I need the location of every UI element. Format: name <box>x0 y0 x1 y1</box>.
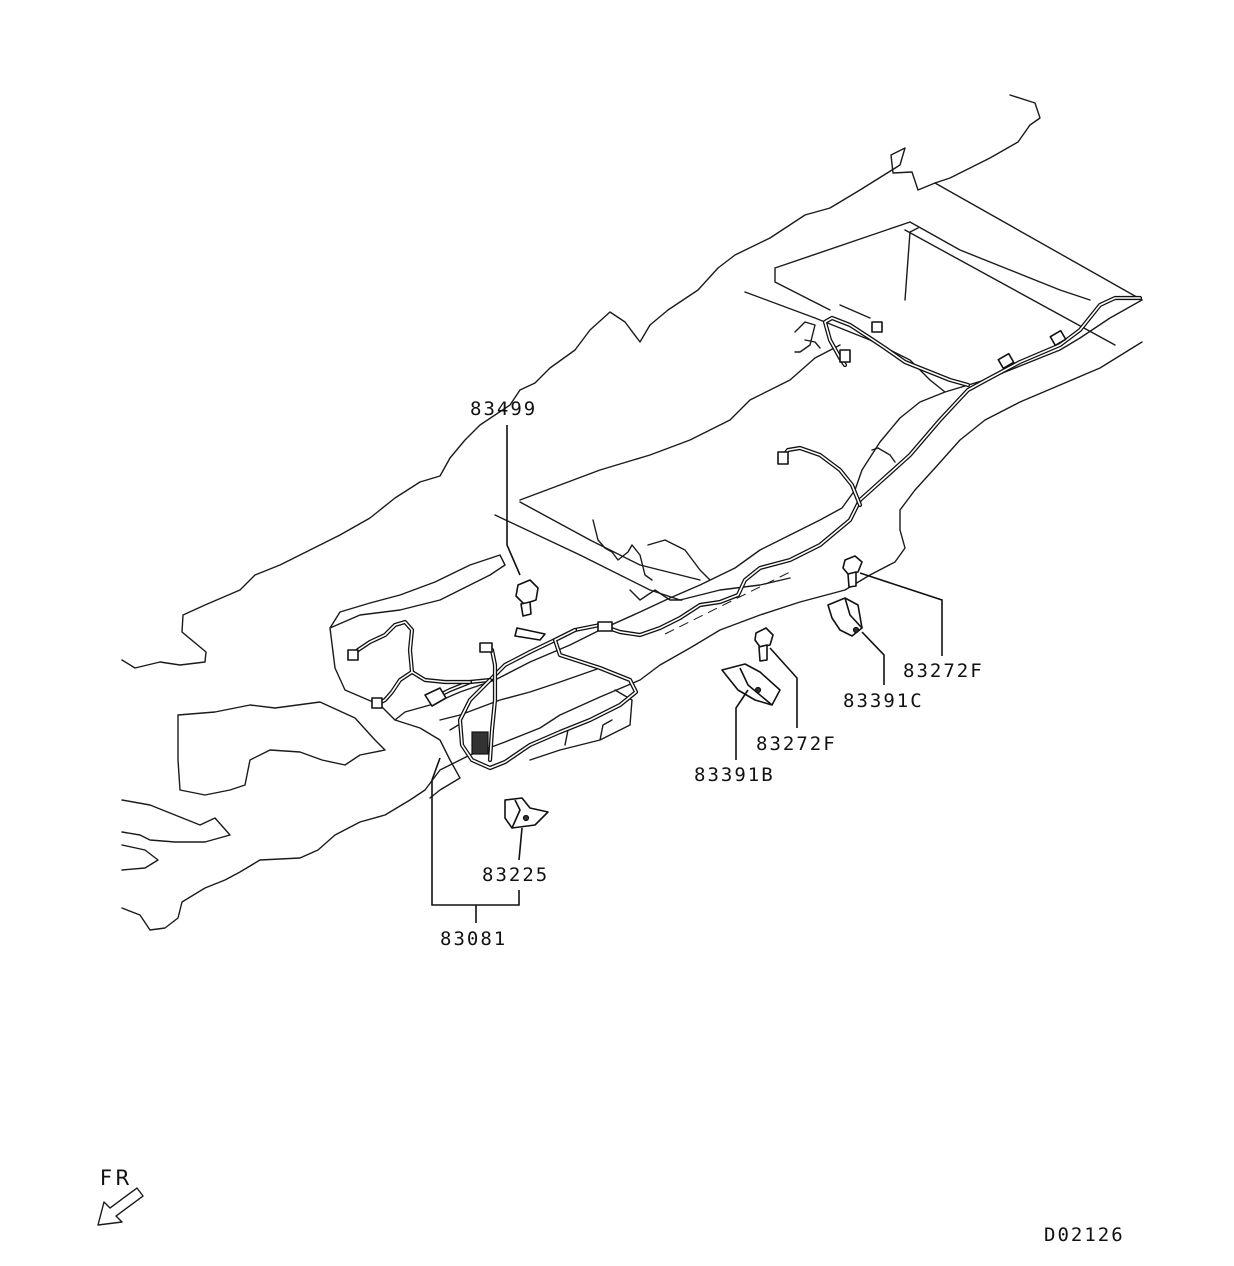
parts <box>504 555 863 829</box>
crossmember-front <box>494 501 791 601</box>
frame-detail-lines <box>439 667 633 761</box>
connector-left-upper <box>347 649 359 661</box>
leader-83391b <box>735 689 749 760</box>
label-83272f-lower: 83272F <box>756 733 837 755</box>
connector-tank <box>777 451 789 465</box>
part-83391b <box>721 663 781 706</box>
leader-83499 <box>506 425 521 576</box>
part-83499 <box>514 579 546 641</box>
front-crossbeam <box>121 799 231 871</box>
part-83225 <box>504 797 549 829</box>
direction-indicator: FR <box>97 1166 144 1226</box>
label-83499: 83499 <box>470 398 537 420</box>
frame-rail-right-outer <box>394 299 1143 721</box>
label-83225: 83225 <box>482 864 549 886</box>
connector-rear-right <box>1049 329 1067 347</box>
callout-labels: 83499 83272F 83391C 83272F 83391B 83225 … <box>440 398 984 950</box>
vehicle-frame <box>121 94 1143 931</box>
harness-main-run-inner <box>429 297 1141 701</box>
leader-83081 <box>431 757 520 923</box>
part-83272f-upper <box>842 555 863 588</box>
leader-83272f-lower <box>769 647 798 728</box>
harness-connectors <box>347 321 1067 755</box>
direction-label: FR <box>100 1166 133 1190</box>
crossmember-mid-rear <box>774 221 1091 319</box>
leader-lines <box>431 425 943 923</box>
diagram-code: D02126 <box>1044 1224 1125 1246</box>
leader-83391c <box>861 631 885 685</box>
connector-left-lower <box>371 697 383 709</box>
rear-bracket-set <box>794 321 821 353</box>
connector-sensor-top <box>479 642 493 653</box>
part-83391c <box>827 597 863 637</box>
harness-loop-front-inner <box>459 629 637 769</box>
part-83272f-lower <box>754 627 774 662</box>
connector-front-clip <box>597 621 613 632</box>
connector-rear-mid <box>997 352 1015 370</box>
harness-rear-branch-inner <box>824 317 969 386</box>
leader-83225 <box>518 827 523 861</box>
label-83081: 83081 <box>440 928 507 950</box>
connector-rear-left <box>839 349 851 363</box>
harness-left-branch-inner <box>351 621 471 706</box>
frame-rail-left-inner <box>121 341 1143 931</box>
front-direction-arrow-icon <box>97 1187 144 1226</box>
grommet-front <box>424 687 447 707</box>
label-83391c: 83391C <box>843 690 924 712</box>
crossmember-rear <box>904 182 1143 346</box>
wiring-harness <box>347 295 1143 771</box>
centerline <box>664 571 791 635</box>
connector-sensor-block <box>471 731 489 755</box>
frame-rail-left-outer <box>121 94 1041 669</box>
frame-tabs <box>592 227 919 601</box>
harness-tank-branch-inner <box>781 447 861 506</box>
label-83391b: 83391B <box>694 764 775 786</box>
leader-83272f-upper <box>859 572 943 656</box>
connector-rear-clip <box>871 321 883 333</box>
label-83272f-upper: 83272F <box>903 660 984 682</box>
front-suspension-area <box>329 554 506 799</box>
front-lower-arm <box>177 701 386 796</box>
